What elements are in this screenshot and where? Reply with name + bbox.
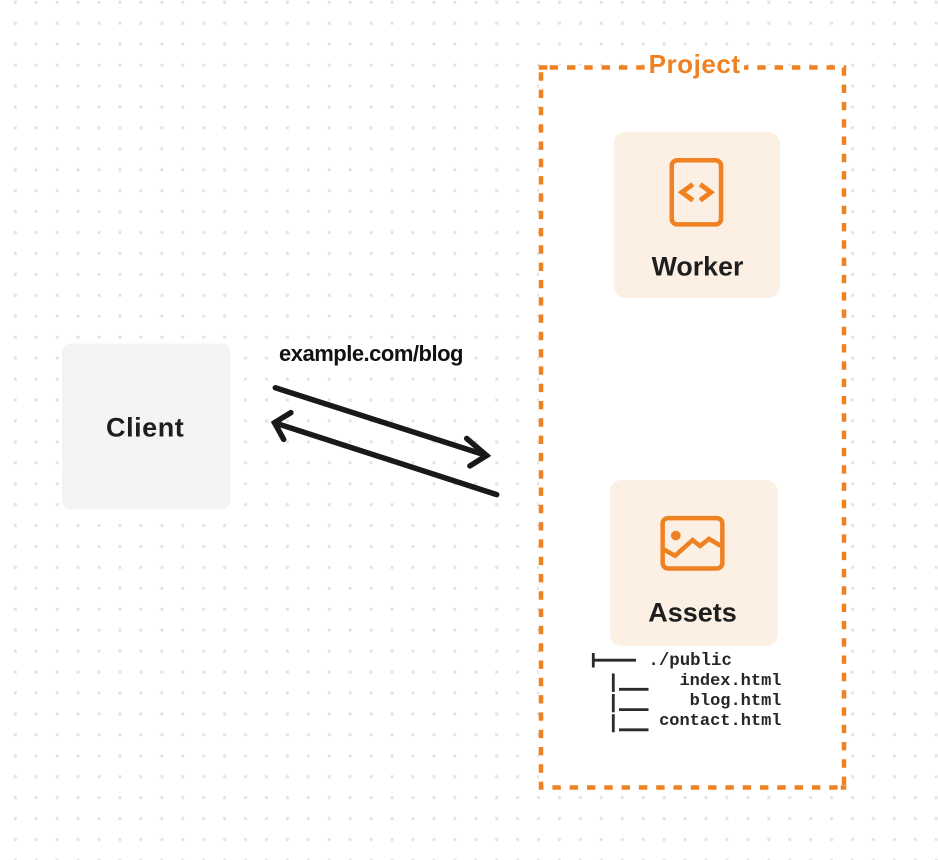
svg-text:example.com/blog: example.com/blog bbox=[279, 341, 463, 366]
svg-text:Project: Project bbox=[649, 49, 741, 79]
svg-text:index.html: index.html bbox=[679, 672, 781, 691]
svg-text:Assets: Assets bbox=[648, 598, 737, 628]
svg-text:Client: Client bbox=[106, 413, 184, 443]
svg-text:blog.html: blog.html bbox=[690, 692, 782, 711]
svg-text:./public: ./public bbox=[648, 652, 732, 671]
svg-text:Worker: Worker bbox=[652, 251, 744, 281]
svg-text:contact.html: contact.html bbox=[659, 712, 781, 731]
